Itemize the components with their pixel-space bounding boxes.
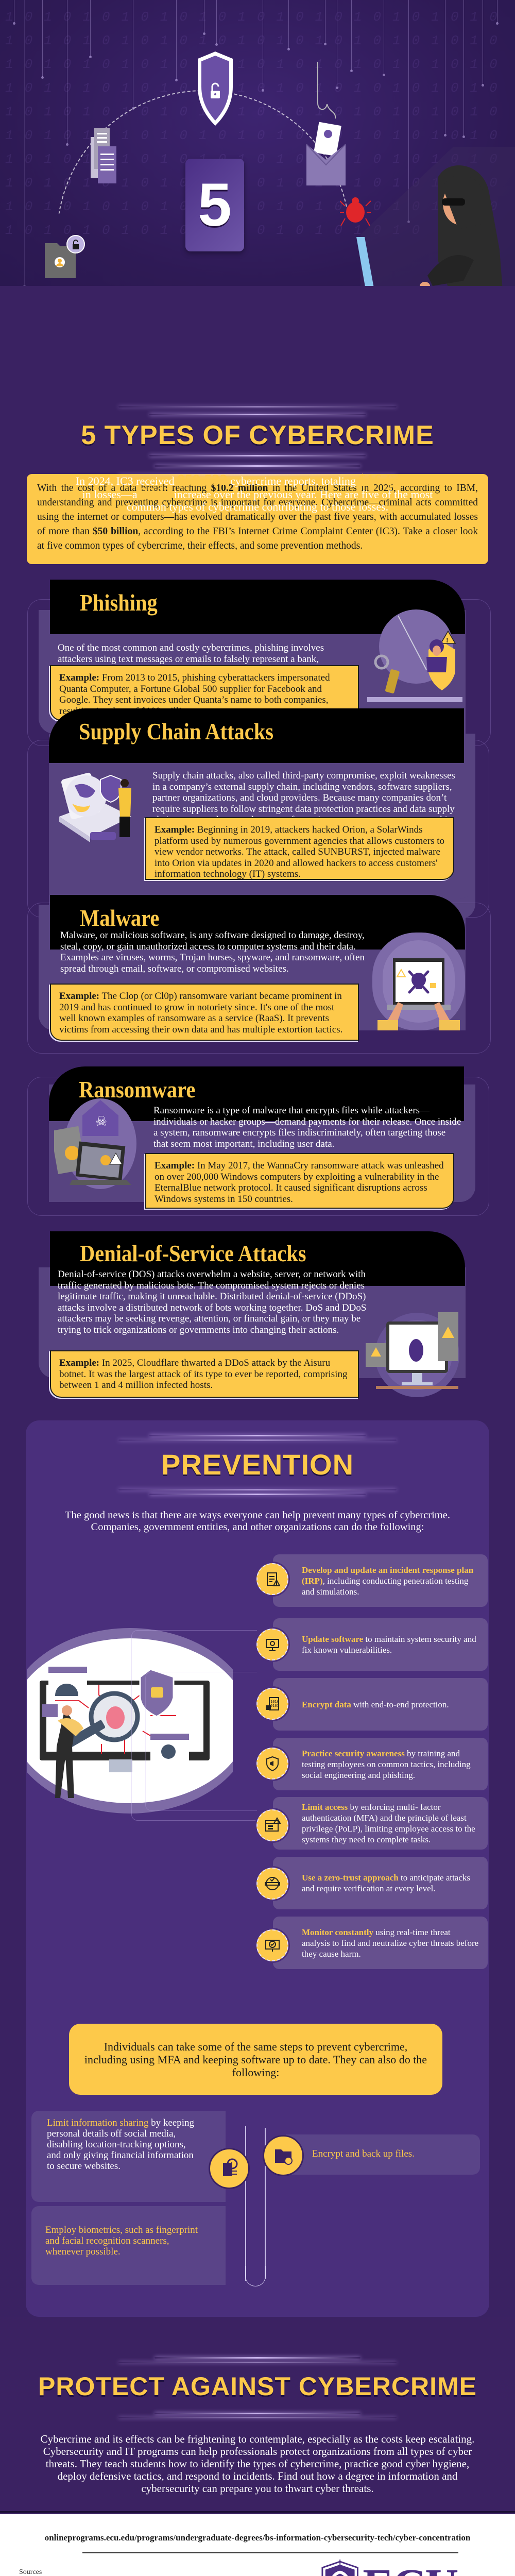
glow-divider [149,1494,366,1495]
individual-tip-biometrics-card [31,2207,226,2285]
individual-tip-encrypt-files [286,2134,480,2175]
closing-section [0,2317,515,2513]
monitor-gear-icon [256,1629,288,1660]
ecu-logo: ECU ® [320,2557,465,2576]
phishing-title: Phishing [80,589,158,616]
sources-heading: Sources [19,2568,42,2576]
stat-losses: $16.6 billion [358,471,440,488]
org-tip-limit-access: Limit access by enforcing multi- factor … [273,1797,488,1850]
ransomware-example: Example: In May 2017, the WannaCry ranso… [145,1153,454,1209]
svg-text:0101: 0101 [270,1704,279,1708]
svg-text:!: ! [446,637,449,645]
locked-folder-icon [45,235,85,278]
program-url-link[interactable]: onlineprograms.ecu.edu/programs/undergra… [44,2533,471,2543]
org-tip-encrypt-data: Encrypt data with end-to-end protection. [273,1678,488,1731]
supply-chain-illustration [59,772,131,842]
divider [82,2552,458,2553]
section-title-types: 5 TYPES OF CYBERCRIME [81,420,434,450]
org-tip-monitor: Monitor constantly using real-time threa… [273,1917,488,1969]
svg-text:!: ! [231,2161,233,2167]
shield-unlocked-icon [198,52,233,126]
types-stat-paragraph: In 2024, IC3 received 859,532 cybercrime… [75,471,440,513]
document-alert-icon: ! [209,2148,250,2189]
tip-bold: Limit information sharing [47,2117,149,2128]
bug-monitor-illustration [366,1312,459,1397]
org-tip-update-software: Update software to maintain system secur… [273,1618,488,1671]
glow-divider [149,414,366,415]
dos-header: Denial-of-Service Attacks [50,1231,465,1286]
glow-divider [149,455,366,456]
tip-biometrics: Employ biometrics, such as fingerprint a… [45,2225,198,2257]
glow-divider [149,1435,366,1436]
glow-divider [154,465,360,467]
ecu-cupola-shield-icon [321,2560,358,2576]
stat-breach-cost: $10.2 million [211,483,268,494]
glow-divider [118,406,397,408]
section-title-protect: PROTECT AGAINST CYBERCRIME [38,2372,477,2401]
section-title-prevention: PREVENTION [161,1448,354,1481]
bug-icon [340,197,371,226]
glow-divider [118,474,397,476]
clipboard-warning-icon [256,1563,288,1595]
supply-chain-header: Supply Chain Attacks [49,708,464,763]
stat-reports: 859,532 [177,471,228,488]
malware-example: Example: The Clop (or Cl0p) ransomware v… [50,984,359,1041]
malware-title: Malware [80,905,160,931]
stat-increase: 33% [140,485,171,502]
hero-title-line1: COMMON TYPES OF [96,285,340,286]
shield-megaphone-icon [256,1748,288,1780]
dos-title: Denial-of-Service Attacks [80,1240,306,1266]
documents-icon [91,128,116,183]
glow-divider [118,2362,397,2363]
glow-divider [154,2357,360,2359]
ecu-wordmark: ECU [363,2563,458,2576]
individual-tip-limit-info [31,2111,226,2202]
connector-line [245,2126,246,2281]
intro-callout: With the cost of a data breach reaching … [27,474,488,564]
hacker-at-laptop-illustration [356,147,515,286]
connector-line [265,2128,266,2279]
individuals-callout: Individuals can take some of the same st… [69,2024,442,2095]
phishing-hacker-illustration: ! [367,609,462,702]
svg-text:1010: 1010 [270,1700,279,1704]
org-tip-zero-trust: Use a zero-trust approach to anticipate … [273,1857,488,1909]
monitor-check-icon [256,1929,288,1961]
footer: onlineprograms.ecu.edu/programs/undergra… [0,2514,515,2576]
svg-text:☠: ☠ [95,1114,107,1129]
verification-ring-icon [256,1868,288,1900]
stat-accumulated-losses: $50 billion [92,526,139,537]
glow-divider [118,1439,397,1441]
glow-divider [154,2413,360,2414]
tip-encrypt-text: Encrypt and back up files. [312,2148,415,2159]
skull-laptop-illustration [372,933,465,1030]
org-tip-irp: Develop and update an incident response … [273,1554,488,1607]
glow-divider [118,1489,397,1490]
org-tip-security-awareness: Practice security awareness by training … [273,1738,488,1790]
supply-chain-title: Supply Chain Attacks [79,718,273,744]
malware-description: Malware, or malicious software, is any s… [60,930,365,974]
locked-laptop-illustration: ☠ [54,1098,136,1189]
supply-chain-example: Example: Beginning in 2019, attackers ha… [145,817,454,880]
connector-line [131,1630,257,1821]
connector-line [245,2266,266,2286]
connector-line [145,1672,257,1811]
hero-number-five: 5 [185,159,244,251]
hero-banner: 1010101010101010101010101010101010101010… [0,0,515,286]
security-analyst-illustration [27,1628,233,1814]
prevention-intro: The good news is that there are ways eve… [65,1510,450,1533]
dos-example: Example: In 2025, Cloudflare thwarted a … [50,1350,359,1398]
phishing-email-icon [306,62,346,185]
dos-description: Denial-of-service (DOS) attacks overwhel… [58,1269,367,1335]
glow-divider [118,2417,397,2418]
ransomware-description: Ransomware is a type of malware that enc… [153,1105,461,1149]
locked-folder-icon [263,2135,304,2176]
browser-lock-icon [256,1809,288,1841]
ransomware-title: Ransomware [79,1076,196,1103]
closing-paragraph: Cybercrime and its effects can be fright… [40,2433,475,2495]
